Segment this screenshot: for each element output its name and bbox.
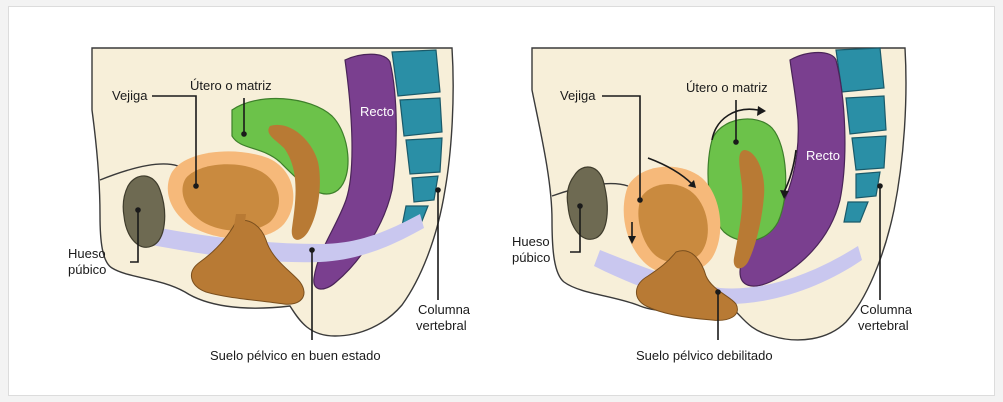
label-utero: Útero o matriz [686,80,768,95]
caption-healthy: Suelo pélvico en buen estado [210,348,381,363]
label-columna-2: vertebral [416,318,467,333]
label-hueso-1: Hueso [68,246,106,261]
label-columna-1: Columna [418,302,471,317]
panel-healthy: Vejiga Útero o matriz Recto Hueso púbico… [68,48,471,363]
label-vejiga: Vejiga [560,88,596,103]
label-recto: Recto [360,104,394,119]
label-hueso-2: púbico [68,262,106,277]
label-hueso-1: Hueso [512,234,550,249]
label-hueso-2: púbico [512,250,550,265]
label-vejiga: Vejiga [112,88,148,103]
label-columna-2: vertebral [858,318,909,333]
label-columna-1: Columna [860,302,913,317]
caption-weakened: Suelo pélvico debilitado [636,348,773,363]
label-recto: Recto [806,148,840,163]
panel-weakened: Vejiga Útero o matriz Recto Hueso púbico… [512,48,913,363]
label-utero: Útero o matriz [190,78,272,93]
